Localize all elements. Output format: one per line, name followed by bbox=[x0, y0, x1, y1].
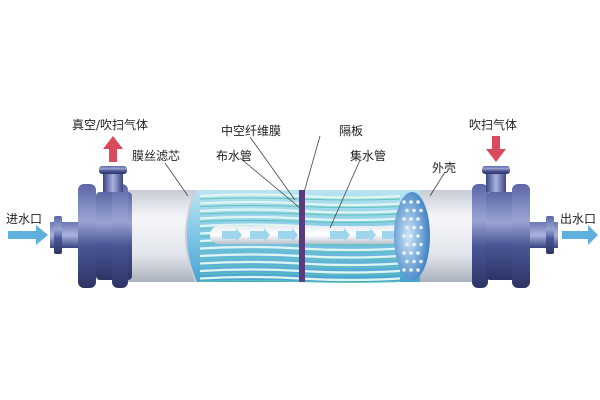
outlet-pipe bbox=[528, 216, 558, 254]
disc-hole bbox=[419, 208, 423, 213]
label-shell: 外壳 bbox=[432, 161, 457, 175]
disc-hole bbox=[409, 251, 413, 255]
arrow-right-icon bbox=[356, 228, 376, 242]
disc-hole bbox=[402, 268, 406, 272]
label-vacuum-blow: 真空/吹扫气体 bbox=[72, 118, 149, 132]
label-distribution-tube: 布水管 bbox=[216, 149, 253, 163]
disc-hole bbox=[416, 251, 420, 255]
arrow-right-icon bbox=[222, 228, 242, 242]
inlet-arrow-icon bbox=[8, 225, 48, 245]
disc-hole bbox=[412, 225, 416, 230]
outlet-arrow-icon bbox=[562, 225, 598, 245]
arrow-down-icon bbox=[486, 136, 506, 162]
arrow-right-icon bbox=[330, 228, 350, 242]
label-blow-right: 吹扫气体 bbox=[469, 118, 518, 132]
disc-hole bbox=[416, 200, 420, 204]
disc-hole bbox=[416, 268, 420, 272]
end-disc-holes bbox=[402, 200, 423, 272]
disc-hole bbox=[409, 200, 413, 204]
disc-hole bbox=[402, 200, 406, 204]
label-hollow-fiber: 中空纤维膜 bbox=[221, 124, 282, 138]
disc-hole bbox=[405, 208, 409, 213]
left-top-port bbox=[99, 166, 127, 192]
disc-hole bbox=[412, 208, 416, 213]
disc-hole bbox=[419, 259, 423, 264]
disc-hole bbox=[405, 242, 409, 247]
arrow-right-icon bbox=[278, 228, 298, 242]
disc-hole bbox=[405, 259, 409, 264]
right-end-cap bbox=[472, 184, 530, 288]
inlet-pipe bbox=[50, 216, 78, 254]
disc-hole bbox=[402, 217, 406, 221]
disc-hole bbox=[409, 217, 413, 221]
label-partition: 隔板 bbox=[339, 124, 364, 138]
label-collection-tube: 集水管 bbox=[350, 149, 387, 163]
partition-plate bbox=[299, 190, 305, 282]
disc-hole bbox=[412, 242, 416, 247]
arrow-right-icon bbox=[250, 228, 270, 242]
leader-lines bbox=[164, 135, 446, 229]
disc-hole bbox=[416, 234, 420, 238]
disc-hole bbox=[402, 251, 406, 255]
label-inlet: 进水口 bbox=[6, 212, 43, 226]
left-end-cap bbox=[78, 184, 132, 288]
right-top-port bbox=[482, 166, 510, 192]
disc-hole bbox=[409, 268, 413, 272]
disc-hole bbox=[419, 225, 423, 230]
disc-hole bbox=[416, 217, 420, 221]
disc-hole bbox=[409, 234, 413, 238]
disc-hole bbox=[402, 234, 406, 238]
disc-hole bbox=[419, 242, 423, 247]
cutaway-section bbox=[186, 190, 430, 283]
arrow-up-icon bbox=[103, 136, 123, 162]
disc-hole bbox=[412, 259, 416, 264]
label-outlet: 出水口 bbox=[560, 212, 597, 226]
disc-hole bbox=[405, 225, 409, 230]
label-filter-core: 膜丝滤芯 bbox=[132, 149, 181, 163]
